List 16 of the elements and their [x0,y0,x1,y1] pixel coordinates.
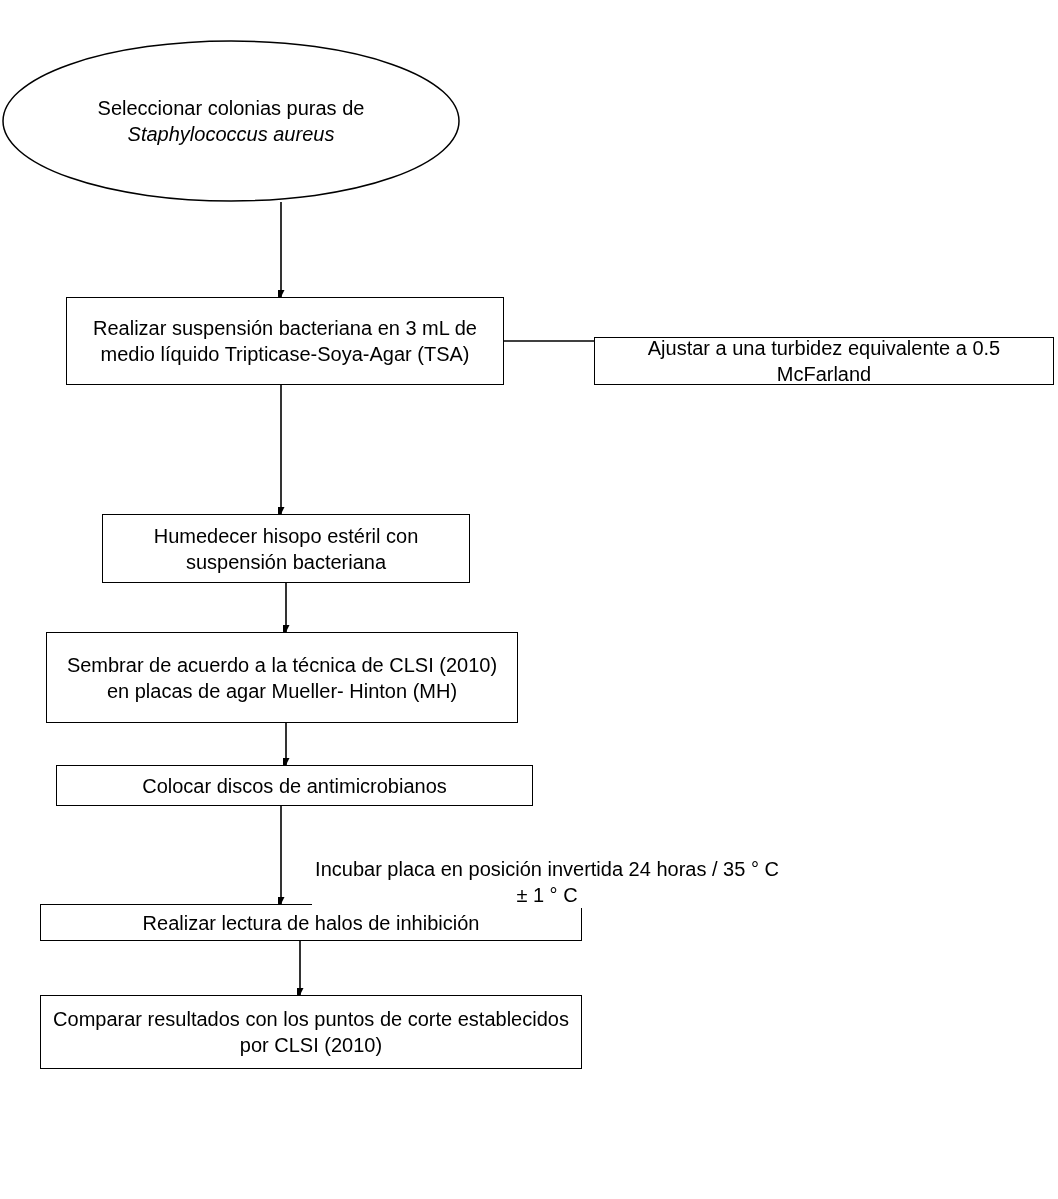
step-text: Realizar lectura de halos de inhibición [142,910,480,936]
process-box [594,337,1054,385]
process-box [40,995,582,1069]
step-text: Humedecer hisopo estéril con suspensión bacteriana [152,523,420,575]
process-box [46,632,518,723]
step-text: Sembrar de acuerdo a la técnica de CLSI (2010) en placas de agar Mueller- Hinton (MH) [65,652,499,704]
step-text: Ajustar a una turbidez equivalente a 0.5 McFarland [646,336,1002,387]
step-text: Comparar resultados con los puntos de corte establecidos por CLSI (2010) [52,1007,570,1058]
step-text: Seleccionar colonias puras de Staphylococcus aureus [96,96,366,147]
connector-line [503,340,595,342]
process-box [102,514,470,583]
process-box [56,765,533,806]
step-text: Colocar discos de antimicrobianos [142,773,447,799]
start-ellipse [2,40,460,202]
step-text: Realizar suspensión bacteriana en 3 mL de medio líquido Tripticase-Soya-Agar (TSA) [92,316,478,367]
process-box [66,297,504,385]
